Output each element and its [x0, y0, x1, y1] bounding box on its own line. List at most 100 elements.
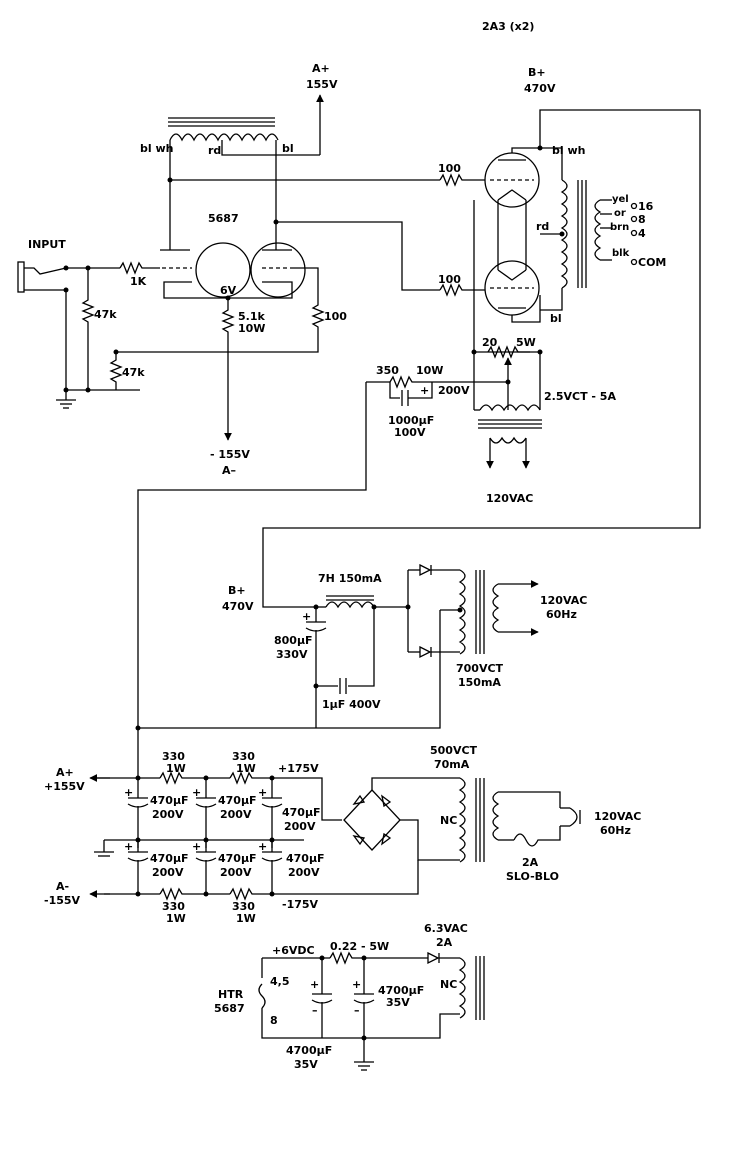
tube-5687-label: 5687: [208, 212, 239, 225]
c470-4-voltage: 200V: [152, 866, 184, 879]
heater-nc-label: NC: [440, 978, 457, 991]
a-minus-label: A–: [222, 464, 236, 477]
label-bl-wh-right: bl wh: [552, 144, 585, 157]
c4700a-voltage: 35V: [386, 996, 410, 1009]
pin-45-label: 4,5: [270, 975, 290, 988]
tap-16-ohm: 16: [638, 200, 654, 213]
label-bl-left: bl: [282, 142, 294, 155]
tube-5687-left: [195, 242, 251, 298]
c470-3-label: 470µF: [282, 806, 321, 819]
r330-2-watt: 1W: [236, 762, 256, 775]
label-rd-right: rd: [536, 220, 549, 233]
heater-sec-current: 2A: [436, 936, 453, 949]
hv-supply: B+ 470V 7H 150mA + 800µF 330V 1µF 400V: [135, 563, 587, 731]
r-20-label: 20: [482, 336, 498, 349]
bias-sec-label: 500VCT: [430, 744, 478, 757]
bias-a-plus-label: A+: [56, 766, 74, 779]
diagram-title: 2A3 (x2): [482, 20, 534, 33]
label-bl-wh-left: bl wh: [140, 142, 173, 155]
c800-plus: +: [302, 610, 311, 623]
v175n-label: -175V: [282, 898, 319, 911]
hv-b-plus-label: B+: [228, 584, 246, 597]
r-20-watt: 5W: [516, 336, 536, 349]
output-stage: B+ 470V 100 100 bl wh rd bl: [137, 66, 701, 728]
c470-1-voltage: 200V: [152, 808, 184, 821]
c4700a-label: 4700µF: [378, 984, 424, 997]
bias-supply: A+ +155V 330 1W 330 1W +175V + + + 470µF 2…: [44, 728, 641, 925]
b-plus-label: B+: [528, 66, 546, 79]
c470-6-label: 470µF: [286, 852, 325, 865]
c-800-label: 800µF: [274, 634, 313, 647]
fil-xfmr-label: 2.5VCT - 5A: [544, 390, 616, 403]
r-1k-label: 1K: [130, 275, 147, 288]
bias-hz-label: 60Hz: [600, 824, 631, 837]
hv-vac-label: 120VAC: [540, 594, 587, 607]
svg-text:+: +: [192, 786, 201, 799]
r-022-label: 0.22 - 5W: [330, 940, 389, 953]
r330-3-watt: 1W: [166, 912, 186, 925]
r-47k-b-label: 47k: [122, 366, 145, 379]
tap-blk-label: blk: [612, 248, 630, 259]
c470-2-voltage: 200V: [220, 808, 252, 821]
c470-5-label: 470µF: [218, 852, 257, 865]
v6dc-label: +6VDC: [272, 944, 315, 957]
c470-5-voltage: 200V: [220, 866, 252, 879]
ac-plug-icon: [569, 807, 578, 827]
c470-3-voltage: 200V: [284, 820, 316, 833]
r-5-1k-label: 5.1k: [238, 310, 265, 323]
heater-supply: +6VDC 0.22 - 5W 6.3VAC 2A 4,5 8 HTR 5687…: [214, 922, 485, 1071]
r-100-cathode-label: 100: [324, 310, 347, 323]
svg-text:+: +: [124, 786, 133, 799]
r330-1-watt: 1W: [166, 762, 186, 775]
r-100-top-label: 100: [438, 162, 461, 175]
svg-text:+: +: [352, 978, 361, 991]
fuse-type-label: SLO-BLO: [506, 870, 559, 883]
bias-nc-label: NC: [440, 814, 457, 827]
neg-155v-label: - 155V: [210, 448, 250, 461]
bias-sec-current: 70mA: [434, 758, 470, 771]
svg-text:+: +: [258, 840, 267, 853]
v6-label: 6V: [220, 284, 237, 297]
r-100-bottom-label: 100: [438, 273, 461, 286]
v200-label: 200V: [438, 384, 470, 397]
c-1000-voltage: 100V: [394, 426, 426, 439]
a-plus-label: A+: [312, 62, 330, 75]
tap-or-label: or: [614, 208, 626, 219]
v175p-label: +175V: [278, 762, 319, 775]
svg-text:–: –: [312, 1004, 318, 1017]
bias-a-plus-voltage: +155V: [44, 780, 85, 793]
hv-hz-label: 60Hz: [546, 608, 577, 621]
hv-b-plus-voltage: 470V: [222, 600, 254, 613]
label-bl-right: bl: [550, 312, 562, 325]
r-350-label: 350: [376, 364, 399, 377]
c-1u-label: 1µF 400V: [322, 698, 381, 711]
c-1000-label: 1000µF: [388, 414, 434, 427]
tap-com: COM: [638, 256, 666, 269]
c470-1-label: 470µF: [150, 794, 189, 807]
r-47k-a-label: 47k: [94, 308, 117, 321]
svg-text:–: –: [354, 1004, 360, 1017]
r-5-1k-watt: 10W: [238, 322, 265, 335]
r330-3-label: 330: [162, 900, 185, 913]
svg-text:+: +: [310, 978, 319, 991]
htr-tube-label: 5687: [214, 1002, 245, 1015]
r330-4-label: 330: [232, 900, 255, 913]
pin-8-label: 8: [270, 1014, 278, 1027]
a-plus-voltage: 155V: [306, 78, 338, 91]
bias-a-minus-voltage: -155V: [44, 894, 81, 907]
tap-4-ohm: 4: [638, 227, 646, 240]
input-label: INPUT: [28, 238, 66, 251]
htr-label: HTR: [218, 988, 244, 1001]
c470-6-voltage: 200V: [288, 866, 320, 879]
r-350-watt: 10W: [416, 364, 443, 377]
tap-brn-label: brn: [610, 222, 629, 233]
tube-5687-right: [250, 242, 306, 298]
cap-plus: +: [420, 384, 429, 397]
bias-a-minus-label: A-: [56, 880, 69, 893]
r330-4-watt: 1W: [236, 912, 256, 925]
c470-2-label: 470µF: [218, 794, 257, 807]
b-plus-voltage: 470V: [524, 82, 556, 95]
c4700b-voltage: 35V: [294, 1058, 318, 1071]
